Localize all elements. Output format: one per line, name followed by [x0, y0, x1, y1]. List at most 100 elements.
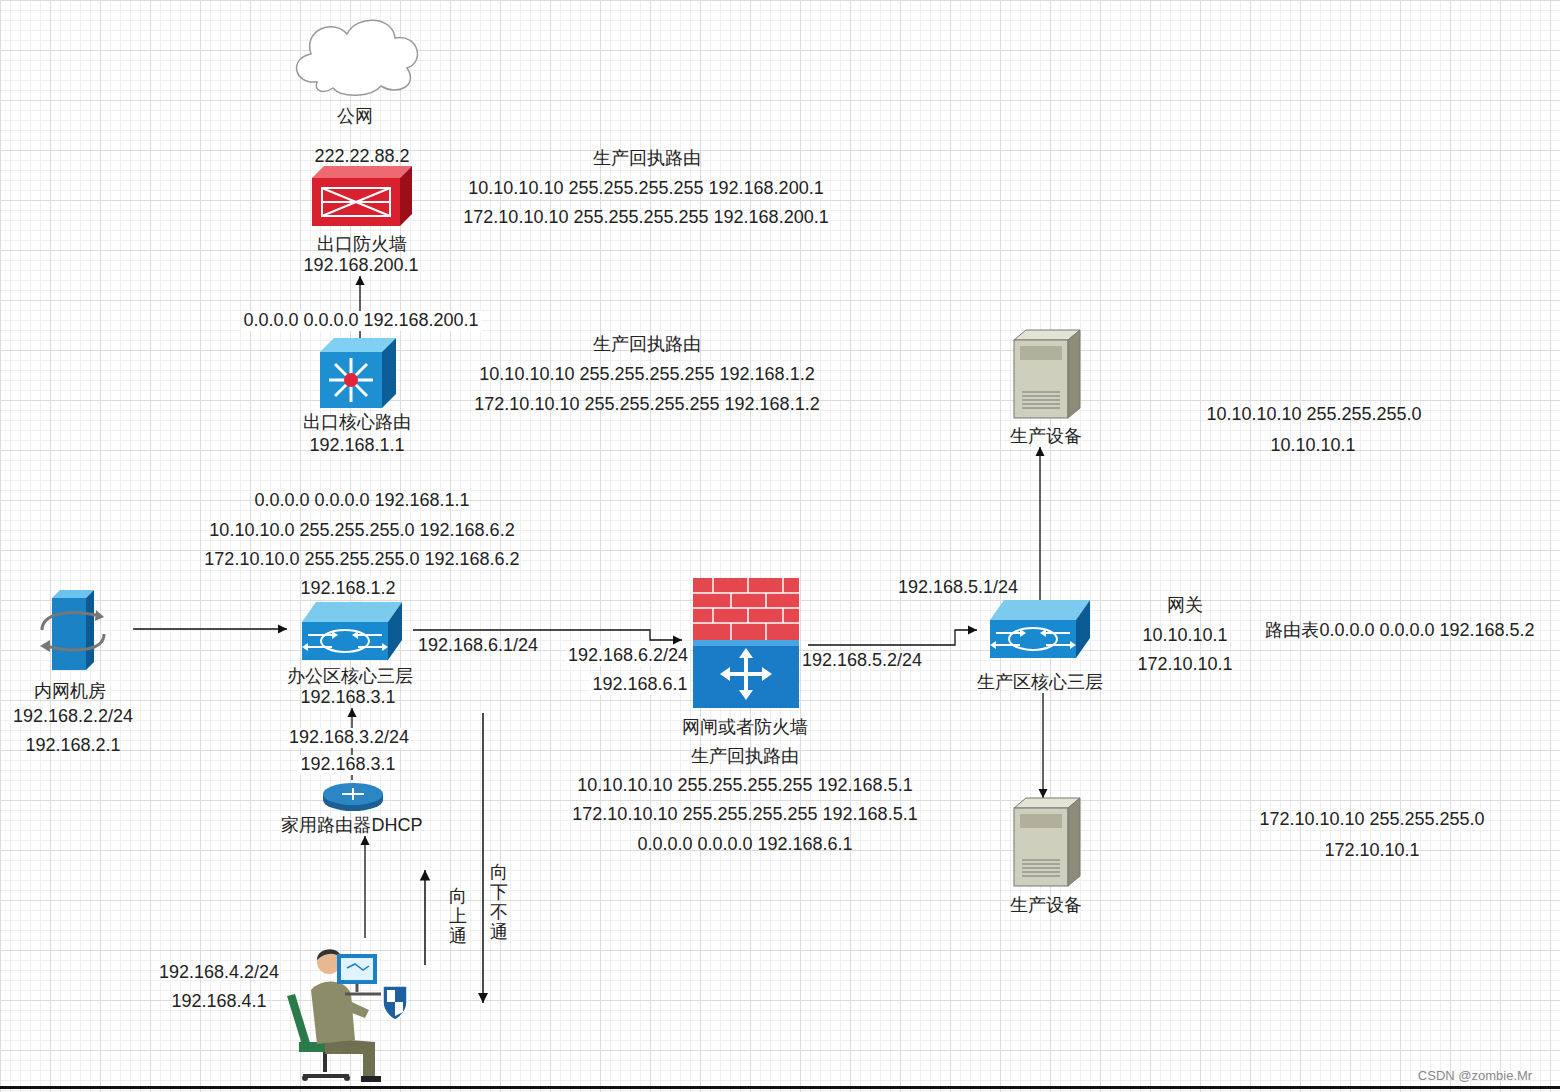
network-link: [133, 628, 287, 629]
drawing-part: [1020, 814, 1062, 828]
device-icon: [990, 600, 1090, 658]
device-label: 222.22.88.2: [314, 147, 409, 167]
drawing-part: [388, 602, 402, 660]
route-label: 生产回执路由: [593, 335, 701, 355]
drawing-part: [1076, 600, 1090, 658]
drawing-part: [345, 984, 381, 994]
device-icon: [322, 780, 384, 812]
network-device: 内网机房 192.168.2.2/24 192.168.2.1: [13, 588, 133, 756]
network-device: 192.168.4.2/24192.168.4.1: [159, 938, 410, 1083]
device-icon: [285, 10, 425, 95]
drawing-part: [329, 358, 373, 402]
drawing-part: [990, 629, 1076, 649]
network-device: 家用路由器DHCP: [281, 780, 422, 836]
route-label: 192.168.5.2/24: [802, 651, 922, 671]
network-link: [1039, 447, 1040, 600]
watermark: CSDN @zombie.Mr: [1418, 1069, 1532, 1083]
device-label: 生产设备: [1010, 896, 1082, 916]
route-label: 10.10.10.1: [1270, 436, 1355, 456]
network-device: 生产设备: [1010, 330, 1082, 447]
drawing-part: [337, 954, 377, 984]
drawing-part: [383, 986, 407, 1020]
route-label: 192.168.3.1: [298, 755, 397, 775]
device-icon: [312, 166, 412, 226]
route-label: 172.10.10.10 255.255.255.0: [1259, 810, 1484, 830]
drawing-part: [1020, 346, 1062, 360]
drawing-part: [400, 166, 412, 226]
route-label: 生产回执路由: [691, 747, 799, 767]
drawing-part: [693, 578, 799, 640]
drawing-part: [323, 783, 383, 805]
drawing-part: [303, 1052, 349, 1076]
drawing-part: [46, 634, 104, 650]
drawing-part: [341, 958, 373, 980]
drawing-part: [342, 788, 364, 800]
drawing-part: [86, 590, 94, 670]
drawing-part: [322, 188, 390, 216]
drawing-part: [1068, 798, 1080, 886]
drawing-part: [990, 600, 1090, 620]
network-link: [808, 630, 977, 645]
drawing-part: [387, 990, 403, 1016]
route-label: 0.0.0.0 0.0.0.0 192.168.6.1: [637, 835, 852, 855]
drawing-part: [990, 620, 1076, 658]
drawing-part: [996, 633, 1070, 645]
drawing-part: [339, 998, 369, 1018]
route-label: 192.168.3.2/24: [287, 728, 411, 748]
device-label: 192.168.200.1: [303, 256, 418, 276]
route-label: 0.0.0.0 0.0.0.0 192.168.200.1: [241, 311, 480, 331]
network-device: 公网: [285, 10, 425, 127]
device-icon: [693, 578, 799, 708]
device-icon: [38, 588, 106, 670]
drawing-part: [311, 981, 355, 1044]
device-icon: [1014, 798, 1080, 886]
drawing-part: [726, 654, 766, 694]
drawing-part: [720, 648, 772, 700]
drawing-part: [693, 640, 799, 708]
device-label: 192.168.2.1: [25, 736, 120, 756]
vertical-note: 向下不通: [490, 863, 508, 942]
device-label: 内网机房: [34, 682, 106, 702]
route-label: 10.10.10.10 255.255.255.255 192.168.200.…: [468, 179, 823, 199]
drawing-part: [95, 610, 104, 621]
device-label: 生产区核心三层: [977, 673, 1103, 693]
route-label: 10.10.10.1: [1142, 626, 1227, 646]
drawing-part: [321, 630, 369, 652]
drawing-part: [325, 1038, 375, 1078]
network-device: 出口核心路由192.168.1.1: [303, 338, 411, 456]
route-label: 172.10.10.10 255.255.255.255 192.168.5.1: [572, 805, 917, 825]
device-icon: [302, 602, 402, 660]
route-label: 172.10.10.1: [1324, 841, 1419, 861]
drawing-part: [1068, 330, 1080, 418]
route-label: 192.168.6.2/24: [566, 646, 690, 666]
drawing-part: [693, 578, 799, 640]
drawing-part: [302, 1075, 308, 1081]
route-label: 0.0.0.0 0.0.0.0 192.168.1.1: [254, 491, 469, 511]
device-label: 192.168.2.2/24: [13, 707, 133, 727]
drawing-part: [1014, 340, 1068, 418]
drawing-part: [302, 622, 388, 660]
drawing-part: [287, 994, 311, 1048]
route-label: 192.168.6.1/24: [418, 636, 538, 656]
device-icon: [285, 938, 410, 1083]
up-arrow: [424, 870, 426, 965]
device-label: 出口防火墙: [317, 235, 407, 255]
route-label: 10.10.10.10 255.255.255.255 192.168.1.2: [479, 365, 814, 385]
route-label: 10.10.10.10 255.255.255.255 192.168.5.1: [577, 776, 912, 796]
network-device: 生产区核心三层: [977, 600, 1103, 693]
drawing-part: [1022, 392, 1060, 408]
drawing-part: [361, 1076, 381, 1082]
drawing-part: [302, 631, 388, 651]
drawing-part: [302, 602, 402, 622]
route-label: 192.168.5.1/24: [898, 578, 1018, 598]
network-device: 222.22.88.2 出口防火墙192.168.200.1: [303, 147, 418, 276]
drawing-part: [297, 20, 418, 95]
route-label: 路由表0.0.0.0 0.0.0.0 192.168.5.2: [1265, 621, 1534, 641]
device-label: 家用路由器DHCP: [281, 816, 422, 836]
drawing-part: [312, 178, 400, 226]
device-label: 生产设备: [1010, 427, 1082, 447]
device-label: 办公区核心三层: [287, 667, 413, 687]
drawing-part: [40, 640, 50, 652]
